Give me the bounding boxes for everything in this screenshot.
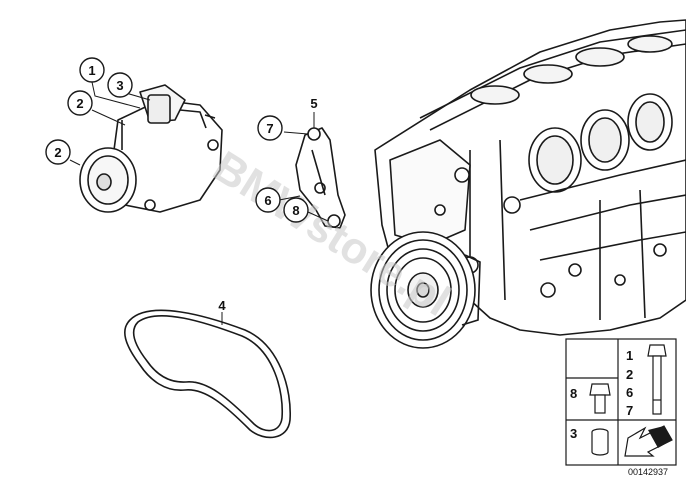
legend-label-8: 8	[570, 386, 577, 401]
callout-2-upper: 2	[67, 90, 93, 116]
svg-text:2: 2	[76, 96, 83, 111]
crankshaft-pulley	[370, 231, 481, 349]
drive-belt	[124, 309, 291, 439]
svg-text:6: 6	[264, 193, 271, 208]
svg-text:4: 4	[218, 298, 226, 313]
diagram-id: 00142937	[628, 467, 668, 477]
long-bolt-icon	[647, 344, 667, 415]
callout-7: 7	[257, 115, 283, 141]
legend-label-2: 2	[626, 367, 633, 382]
compressor-bracket	[295, 127, 346, 229]
svg-text:8: 8	[292, 203, 299, 218]
legend-label-6: 6	[626, 385, 633, 400]
svg-text:3: 3	[116, 78, 123, 93]
svg-text:5: 5	[310, 96, 317, 111]
svg-text:2: 2	[54, 145, 61, 160]
svg-text:1: 1	[88, 63, 95, 78]
callout-1: 1	[79, 57, 105, 83]
callout-3: 3	[107, 72, 133, 98]
ac-compressor	[79, 84, 223, 213]
parts-legend	[565, 338, 677, 466]
direction-arrow-icon	[624, 425, 673, 457]
legend-label-7: 7	[626, 403, 633, 418]
legend-label-1: 1	[626, 348, 633, 363]
callout-6: 6	[255, 187, 281, 213]
sleeve-icon	[591, 428, 609, 456]
callout-5: 5	[310, 96, 317, 111]
callout-2-lower: 2	[45, 139, 71, 165]
short-bolt-icon	[589, 383, 611, 414]
callout-8: 8	[283, 197, 309, 223]
legend-label-3: 3	[570, 426, 577, 441]
svg-text:7: 7	[266, 121, 273, 136]
callout-4: 4	[218, 298, 226, 313]
leader-lines	[69, 81, 329, 325]
